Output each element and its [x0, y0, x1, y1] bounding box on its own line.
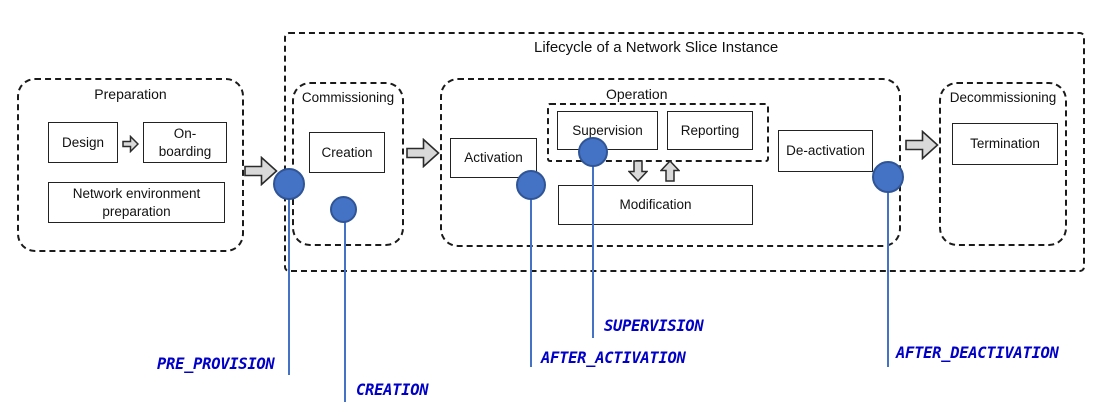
connector-line-pre-provision	[288, 199, 290, 375]
marker-label-supervision: SUPERVISION	[604, 317, 704, 335]
flow-arrow-preparation-commissioning-icon	[244, 155, 278, 187]
up-arrow-icon	[659, 159, 681, 182]
supervision-reporting-group-box	[547, 103, 769, 162]
marker-circle-supervision	[578, 137, 608, 167]
connector-line-supervision	[592, 166, 594, 338]
marker-label-creation: CREATION	[356, 381, 429, 399]
step-box-design: Design	[48, 122, 118, 163]
step-box-modification: Modification	[558, 185, 753, 225]
step-box-termination: Termination	[952, 123, 1058, 165]
phase-title-commissioning: Commissioning	[301, 90, 395, 105]
lifecycle-boundary-box: Lifecycle of a Network Slice Instance	[284, 32, 1085, 272]
step-box-reporting: Reporting	[667, 111, 753, 150]
step-box-creation: Creation	[309, 132, 385, 173]
phase-box-commissioning: Commissioning	[292, 82, 404, 246]
phase-box-preparation: Preparation	[17, 78, 244, 252]
marker-circle-pre-provision	[273, 168, 305, 200]
flow-arrow-operation-decommissioning-icon	[905, 129, 939, 161]
phase-box-decommissioning: Decommissioning	[939, 82, 1067, 246]
connector-line-creation	[344, 222, 346, 402]
phase-title-operation: Operation	[606, 86, 668, 102]
down-arrow-icon	[627, 160, 649, 183]
marker-circle-after-activation	[516, 170, 546, 200]
marker-label-after-deactivation: AFTER_DEACTIVATION	[896, 344, 1059, 362]
step-box-onboarding: On-boarding	[143, 122, 227, 163]
marker-label-after-activation: AFTER_ACTIVATION	[541, 349, 686, 367]
design-to-onboarding-arrow-icon	[122, 134, 140, 154]
phase-title-decommissioning: Decommissioning	[949, 90, 1057, 105]
phase-title-preparation: Preparation	[94, 86, 167, 102]
marker-circle-creation	[330, 196, 357, 223]
marker-circle-after-deactivation	[872, 161, 904, 193]
diagram-title: Lifecycle of a Network Slice Instance	[534, 39, 779, 56]
marker-label-pre-provision: PRE_PROVISION	[157, 355, 275, 373]
connector-line-after-deactivation	[887, 192, 889, 367]
step-box-network-environment-preparation: Network environment preparation	[48, 182, 225, 223]
connector-line-after-activation	[530, 199, 532, 367]
step-box-supervision: Supervision	[557, 111, 658, 150]
flow-arrow-commissioning-operation-icon	[406, 137, 440, 169]
phase-box-operation: Operation	[440, 78, 901, 247]
step-box-deactivation: De-activation	[778, 130, 873, 172]
